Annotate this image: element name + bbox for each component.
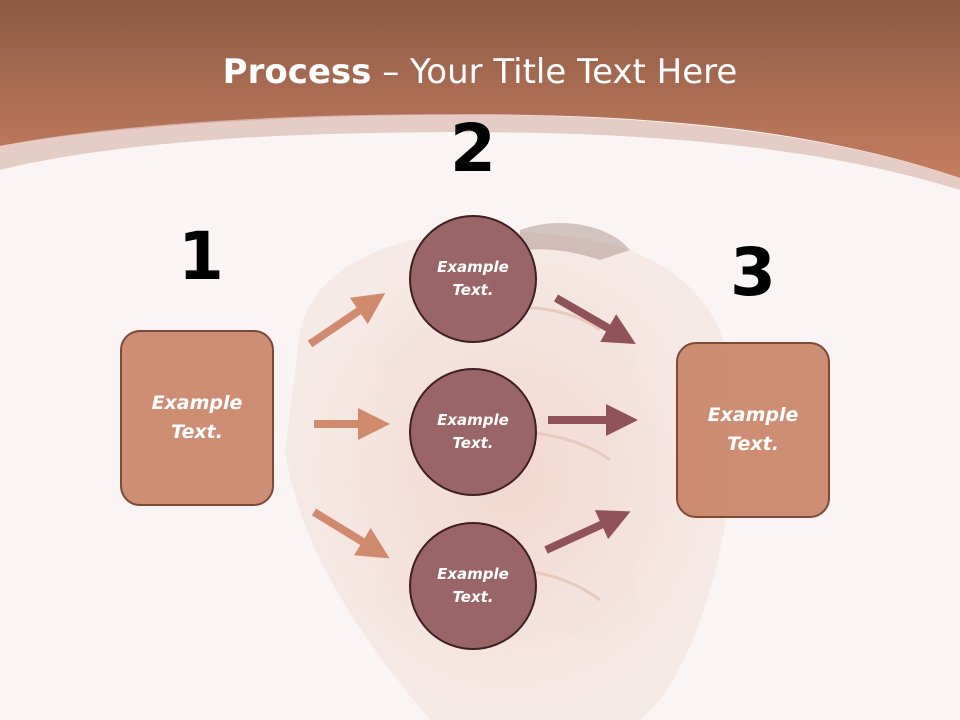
title-rest: Your Title Text Here	[410, 52, 738, 92]
step-3-label: Example Text.	[707, 404, 799, 455]
arrow-1-to-top	[307, 293, 386, 348]
step-2-circle-bottom: Example Text.	[409, 522, 537, 650]
step-number-1: 1	[178, 218, 224, 295]
step-2-circle-middle: Example Text.	[409, 368, 537, 496]
arrow-top-to-3	[554, 294, 636, 344]
step-2-circle-top-label: Example Text.	[437, 258, 509, 299]
header-wave	[0, 114, 960, 190]
header-band	[0, 0, 960, 178]
arrow-1-to-bottom	[311, 508, 390, 559]
title-bold: Process	[222, 52, 372, 92]
step-2-circle-top: Example Text.	[409, 215, 537, 343]
step-2-circle-middle-label: Example Text.	[437, 411, 509, 452]
step-1-label: Example Text.	[151, 392, 243, 443]
title-dash: –	[371, 52, 411, 92]
step-3-box: Example Text.	[676, 342, 830, 518]
step-number-3: 3	[730, 234, 776, 311]
arrow-bottom-to-3	[544, 510, 631, 554]
step-1-box: Example Text.	[120, 330, 274, 506]
step-2-circle-bottom-label: Example Text.	[437, 565, 509, 606]
slide-title: Process – Your Title Text Here	[0, 52, 960, 92]
step-number-2: 2	[450, 110, 496, 187]
